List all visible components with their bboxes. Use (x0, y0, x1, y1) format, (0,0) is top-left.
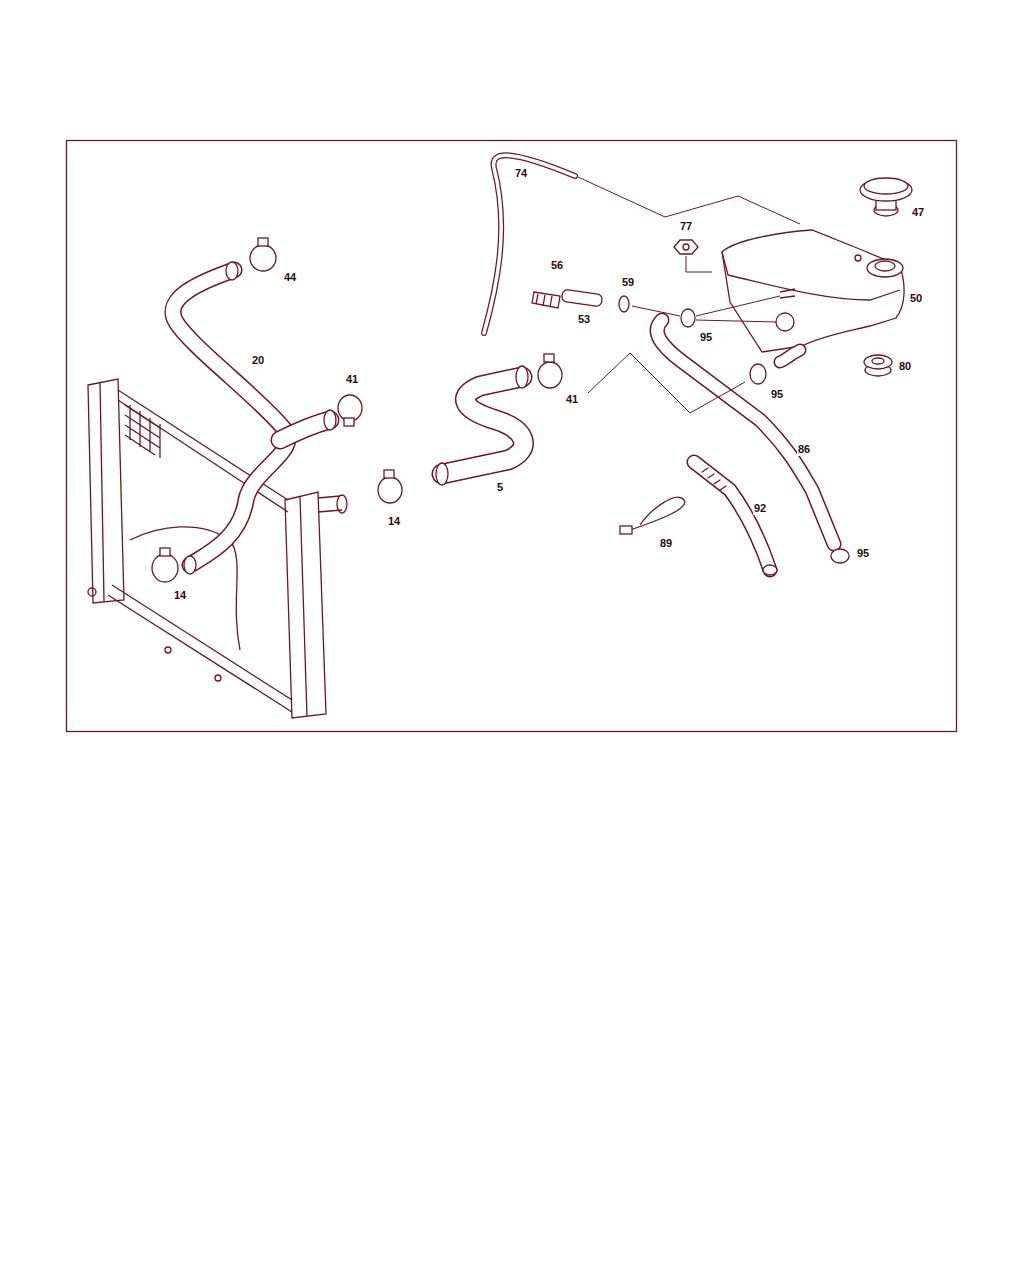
callout-number: 41 (565, 393, 579, 406)
callout-number: 41 (345, 373, 359, 386)
seal-ring (619, 296, 629, 312)
grommet (864, 355, 892, 376)
callout-number: 92 (753, 502, 767, 515)
callout-number: 95 (856, 547, 870, 560)
callout-number: 47 (911, 206, 925, 219)
leader-lines (578, 177, 800, 413)
callout-number: 14 (387, 515, 401, 528)
callout-number: 5 (496, 481, 504, 494)
callout-number: 53 (577, 313, 591, 326)
callout-number: 80 (898, 360, 912, 373)
callout-number: 95 (699, 331, 713, 344)
callout-number: 14 (173, 589, 187, 602)
callout-number: 95 (770, 388, 784, 401)
callout-number: 44 (283, 271, 297, 284)
callout-number: 59 (621, 276, 635, 289)
callout-number: 74 (514, 167, 528, 180)
sensor (532, 289, 603, 308)
callout-number: 20 (251, 354, 265, 367)
callout-number: 89 (659, 537, 673, 550)
callout-number: 56 (550, 259, 564, 272)
callout-number: 86 (797, 443, 811, 456)
hoses (173, 155, 834, 575)
callout-number: 77 (679, 220, 693, 233)
frame (67, 141, 957, 732)
callout-number: 50 (909, 292, 923, 305)
cap (860, 178, 912, 216)
cable-tie (630, 497, 685, 530)
clamps (152, 238, 849, 582)
nut (674, 240, 698, 254)
expansion-tank (722, 230, 904, 362)
